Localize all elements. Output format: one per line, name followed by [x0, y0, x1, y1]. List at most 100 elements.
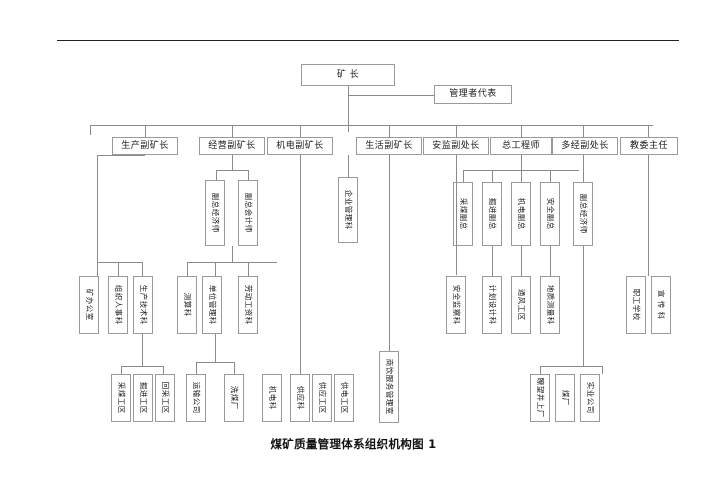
connector-drop-l2-2	[232, 125, 233, 137]
connector-drop-l2-1	[145, 125, 146, 137]
spine-l5-div-d2	[602, 366, 603, 374]
spine-l5-div-bus	[540, 366, 602, 367]
box-label: 机电副矿长	[276, 140, 324, 151]
box-deputy-director-living: 生活副矿长	[356, 137, 422, 155]
box-label: 安全副总	[545, 198, 555, 230]
box-label: 组织人事科	[113, 285, 123, 325]
box-label: 商饮服务管理室	[384, 359, 394, 415]
connector-director-down	[348, 86, 349, 132]
spine-l5-transport-bus	[196, 362, 234, 363]
box-deputy-chief-economist-1: 副总经济师	[205, 180, 225, 246]
spine-l5-living	[389, 155, 390, 351]
connector-l3-left-stem	[232, 155, 233, 170]
spine-op-drop2	[215, 262, 216, 276]
box-deputy-chief-diversified: 多经副处长	[552, 137, 618, 155]
box-label: 供应工区	[317, 382, 327, 414]
box-power-supply-district: 供电工区	[334, 374, 354, 422]
box-deputy-chief-tunneling: 掘进副总	[482, 182, 502, 246]
box-staff-school: 职工学校	[626, 276, 646, 334]
box-label: 生产副矿长	[121, 140, 169, 151]
spine-l5-diversified	[583, 246, 584, 366]
box-label: 供应科	[295, 386, 305, 410]
box-management-representative: 管理者代表	[434, 85, 512, 104]
connector-drop-l2-3	[300, 125, 301, 137]
connector-enterprise-mgmt-stem	[348, 155, 349, 177]
box-deputy-director-operations: 经营副矿长	[199, 137, 265, 155]
box-chief-engineer: 总工程师	[490, 137, 552, 155]
box-deputy-chief-accountant: 副总会计师	[238, 180, 258, 246]
connector-l3-right-drop5	[583, 155, 584, 182]
box-label: 安全监察科	[451, 285, 461, 325]
spine-education	[648, 155, 649, 276]
box-label: 计划设计科	[487, 285, 497, 325]
box-mine-director: 矿 长	[301, 64, 395, 86]
box-label: 掘进副总	[487, 198, 497, 230]
box-ventilation-district: 通风工区	[511, 276, 531, 334]
connector-drop-l2-7	[583, 125, 584, 137]
spine-l5-left-d1	[121, 366, 122, 374]
box-label: 管理者代表	[449, 89, 497, 99]
chart-title: 煤矿质量管理体系组织机构图 1	[270, 437, 437, 451]
box-label: 单位管理科	[207, 285, 217, 325]
spine-production-drop2	[142, 262, 143, 276]
box-label: 运输公司	[191, 382, 201, 414]
spine-l5-t-d2	[234, 362, 235, 374]
box-coal-plant: 煤厂	[555, 374, 575, 422]
connector-drop-l2-8	[648, 125, 649, 137]
box-label: 采煤副总	[458, 198, 468, 230]
box-deputy-director-electromechanical: 机电副矿长	[267, 137, 333, 155]
box-supply-district: 供应工区	[312, 374, 332, 422]
connector-drop-l2-5	[456, 125, 457, 137]
box-supply-dept: 供应科	[290, 374, 310, 422]
box-label: 职工学校	[631, 289, 641, 321]
box-label: 企业管理科	[343, 190, 353, 230]
spine-production-cap	[97, 155, 145, 156]
box-label: 掘进工区	[138, 382, 148, 414]
spine-l5-elec	[300, 155, 301, 374]
spine-production-arm	[97, 262, 142, 263]
box-lookout-surface-plant: 瞭望井上厂	[530, 374, 550, 422]
connector-l3-left-bus	[216, 170, 248, 171]
spine-l5-left	[142, 334, 143, 366]
spine-engineer	[492, 246, 493, 276]
box-label: 矿办公室	[84, 289, 94, 321]
box-labor-wages-dept: 劳动工资科	[238, 276, 258, 334]
spine-operations	[232, 246, 233, 262]
spine-op-drop1	[187, 262, 188, 276]
box-label: 多经副处长	[561, 140, 609, 151]
box-label: 宣 传 科	[656, 290, 666, 320]
box-deputy-chief-coal-mining: 采煤副总	[453, 182, 473, 246]
connector-l3-right-drop3	[521, 170, 522, 182]
box-propaganda-dept: 宣 传 科	[651, 276, 671, 334]
box-unit-management-dept: 单位管理科	[202, 276, 222, 334]
box-label: 矿 长	[336, 69, 360, 80]
spine-l5-left-bus	[121, 366, 163, 367]
box-geological-survey-dept: 地质测量科	[540, 276, 560, 334]
box-organization-personnel-dept: 组织人事科	[108, 276, 128, 334]
box-label: 副总经济师	[210, 193, 220, 233]
connector-level2-bus	[90, 125, 653, 126]
box-deputy-chief-safety: 安监副处长	[423, 137, 489, 155]
box-label: 通风工区	[516, 289, 526, 321]
box-label: 实业公司	[585, 382, 595, 414]
box-label: 采煤工区	[116, 382, 126, 414]
box-label: 总工程师	[501, 140, 540, 151]
spine-production-drop	[118, 262, 119, 276]
box-deputy-chief-safety-officer: 安全副总	[540, 182, 560, 246]
box-label: 副总经济师	[578, 194, 588, 234]
box-label: 生活副矿长	[365, 140, 413, 151]
box-deputy-chief-electromechanical: 机电副总	[511, 182, 531, 246]
box-label: 安监副处长	[432, 140, 480, 151]
box-label: 煤厂	[560, 390, 570, 406]
box-deputy-director-production: 生产副矿长	[112, 137, 178, 155]
box-deputy-chief-economist-2: 副总经济师	[573, 182, 593, 246]
box-label: 回采工区	[160, 382, 170, 414]
box-electromechanical-dept: 机电科	[262, 374, 282, 422]
box-label: 瞭望井上厂	[535, 378, 545, 418]
header-divider	[57, 40, 679, 41]
connector-bus-left-end	[90, 125, 91, 135]
box-label: 劳动工资科	[243, 285, 253, 325]
box-production-technology-dept: 生产技术科	[133, 276, 153, 334]
box-label: 供电工区	[339, 382, 349, 414]
